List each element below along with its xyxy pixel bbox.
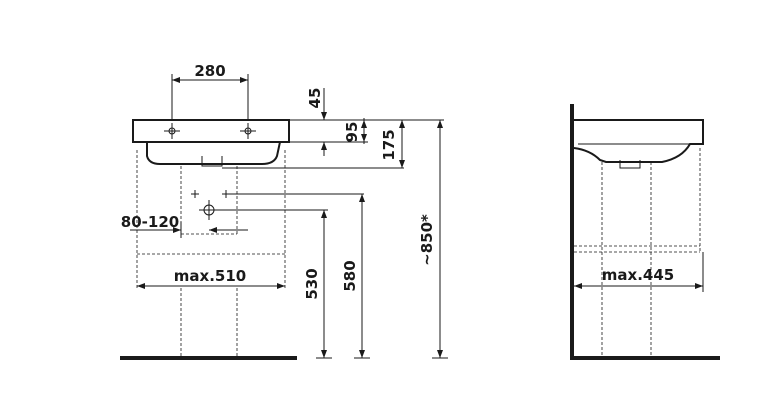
rim-height-label: 95 <box>343 122 361 143</box>
total-depth-label: 175 <box>380 129 398 160</box>
side-max-depth-label: max.445 <box>602 266 674 284</box>
tap-hole-left-icon <box>164 123 180 139</box>
side-view: max.445 <box>570 104 720 360</box>
wall-connection-left-icon <box>191 190 199 198</box>
drain-side <box>619 160 641 169</box>
front-view: 280 80-120 <box>120 62 448 360</box>
tap-hole-right-icon <box>240 123 256 139</box>
outlet-height-low-label: 530 <box>303 268 321 299</box>
drain-outlet <box>201 156 223 167</box>
outlet-height-high-label: 580 <box>341 260 359 291</box>
tap-spacing-label: 280 <box>194 62 225 80</box>
drain-offset-label: 80-120 <box>121 213 179 231</box>
basin-rim <box>132 119 290 143</box>
overall-height-label: ~850* <box>418 214 436 266</box>
basin-bowl <box>146 141 281 165</box>
max-width-label: max.510 <box>174 267 246 285</box>
basin-side-profile <box>573 119 704 163</box>
rim-to-tap-label: 45 <box>306 88 324 109</box>
